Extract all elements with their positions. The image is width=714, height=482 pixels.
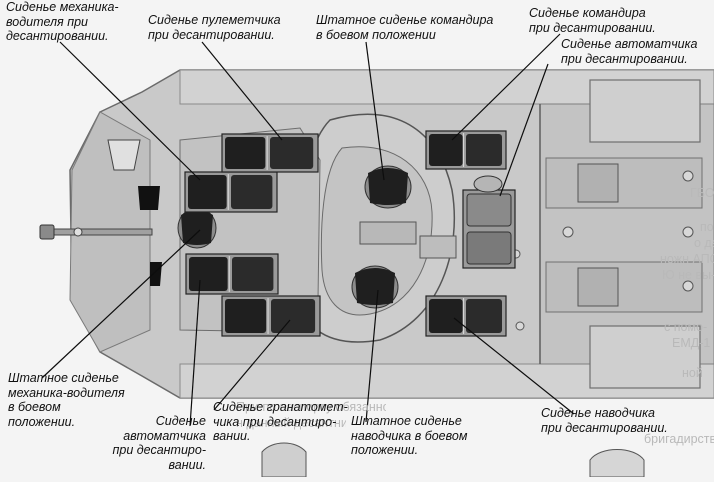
periscope-left [138, 186, 160, 210]
seat-cushion [225, 137, 266, 169]
commander-combat-seat [364, 165, 412, 209]
background-text-margin-5: Ю не вы- [662, 268, 714, 282]
deck-bolt [682, 170, 694, 182]
turret-center [359, 221, 417, 245]
hatch-front [107, 139, 141, 171]
leader-commander-combat [365, 41, 385, 181]
deck-bolt [515, 321, 525, 331]
seat-back [466, 231, 512, 265]
label-gunner-landing-seat: Сиденье наводчика при десантировании. [541, 406, 668, 435]
periscope-right [150, 262, 162, 286]
leader-driver-landing [59, 41, 201, 181]
seat-cushion [189, 257, 228, 291]
background-text-margin-1: ГБО [690, 186, 714, 200]
driver-landing-seat [184, 171, 278, 213]
track-roller-left [261, 442, 307, 478]
leader-driver-combat [41, 229, 201, 379]
gunner-combat-seat [351, 265, 399, 309]
background-text-margin-7: ЕМД-1 [672, 336, 711, 350]
deck-bolt [562, 226, 574, 238]
leader-lines [41, 33, 575, 427]
seat-back [466, 299, 502, 333]
seat-back [231, 175, 273, 209]
rifleman-landing-seat-right [462, 175, 516, 269]
deck-bolt [682, 280, 694, 292]
driver-combat-seat [177, 207, 217, 249]
label-rifleman-landing-seat-left: Сиденье автоматчика при десантиро- вании… [112, 414, 207, 472]
background-text-bottom-2: н данный десантник. Зрелости вещи оповещ… [236, 416, 346, 430]
deck-bolt [682, 226, 694, 238]
grenadier-landing-seat [221, 295, 321, 337]
commander-landing-seat [425, 130, 507, 170]
gun-barrel [39, 228, 153, 236]
background-text-margin-2: по [700, 220, 714, 234]
seat-headrest [473, 175, 503, 193]
engine-panel-bottom [589, 325, 701, 389]
seat-cushion [188, 175, 227, 209]
label-driver-combat-seat: Штатное сиденье механика-водителя в боев… [8, 371, 125, 429]
label-driver-landing-seat: Сиденье механика- водителя при десантиро… [6, 0, 119, 43]
engine-hatch-1 [577, 163, 619, 203]
seat-cushion [466, 193, 512, 227]
label-machine-gunner-landing-seat: Сиденье пулеметчика при десантировании. [148, 13, 281, 42]
leader-grenadier-landing [213, 319, 291, 411]
seat-cushion [429, 134, 463, 166]
seats [177, 130, 516, 337]
gun [39, 224, 153, 240]
seat-back [232, 257, 274, 291]
seat-cushion [429, 299, 463, 333]
headlight [73, 227, 83, 237]
gun-muzzle [39, 224, 55, 240]
seat-cushion [225, 299, 267, 333]
seat-cushion [355, 268, 395, 305]
track-roller-right [589, 449, 645, 478]
leader-gunner-combat [365, 289, 379, 423]
machine-gunner-landing-seat [221, 133, 319, 173]
seat-back [466, 134, 502, 166]
leader-rifleman-landing-right [499, 63, 549, 197]
label-commander-combat-seat: Штатное сиденье командира в боевом полож… [316, 13, 494, 42]
seat-cushion [368, 168, 408, 205]
engine-hatch-2 [577, 267, 619, 307]
background-text-margin-4: ножн АПО [660, 252, 714, 266]
leader-rifleman-landing-left [189, 279, 201, 427]
label-rifleman-landing-seat-right: Сиденье автоматчика при десантировании. [561, 37, 698, 66]
rifleman-landing-seat-left [185, 253, 279, 295]
engine-panel-top [589, 79, 701, 143]
seat-cushion [181, 210, 213, 245]
engine-grille-1 [545, 157, 703, 209]
background-text-bottom-1: При по паспорту обязанности [236, 400, 386, 414]
leader-gunner-landing [453, 317, 575, 415]
background-text-bottom-3: бригадирства до десантирования бойцы выс… [644, 432, 714, 446]
label-grenadier-landing-seat: Сиденье гранатомет- чика при десантиро- … [213, 400, 348, 443]
engine-grille-2 [545, 261, 703, 313]
seat-back [271, 299, 316, 333]
background-text-margin-6: с помо- [664, 320, 708, 334]
label-commander-landing-seat: Сиденье командира при десантировании. [529, 6, 656, 35]
background-text-margin-8: ной [682, 366, 703, 380]
gunner-landing-seat [425, 295, 507, 337]
background-text-margin-3: о дал [694, 236, 714, 250]
turret-block [419, 235, 457, 259]
leader-machine-gunner-landing [201, 41, 283, 141]
leader-commander-landing [451, 33, 561, 141]
label-gunner-combat-seat: Штатное сиденье наводчика в боевом полож… [351, 414, 468, 457]
seat-back [270, 137, 314, 169]
